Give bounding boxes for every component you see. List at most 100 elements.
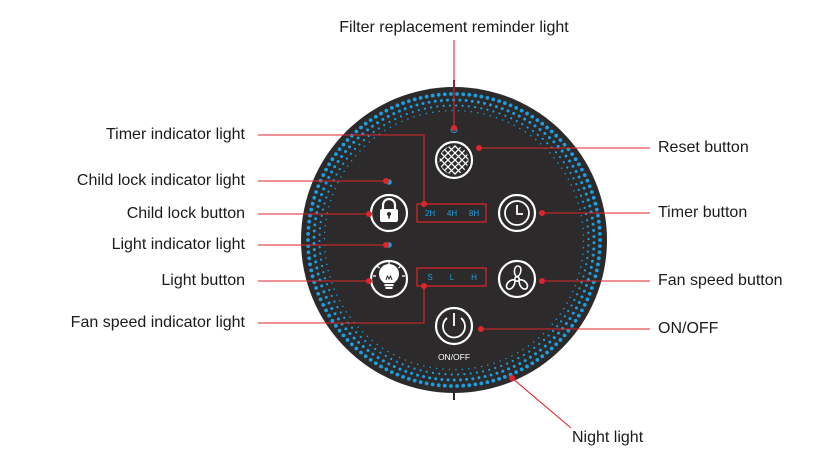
night-light-dot (401, 101, 406, 106)
night-light-dot (442, 383, 447, 388)
fan-icon (505, 265, 529, 290)
night-light-dot (446, 378, 450, 382)
night-light-dot (564, 154, 568, 158)
night-light-dot (480, 107, 483, 110)
night-light-dot (587, 237, 590, 241)
on-off-button[interactable] (434, 306, 474, 346)
night-light-dot (450, 373, 453, 376)
night-light-dot (430, 93, 435, 98)
timer-option-8h: 8H (469, 209, 479, 218)
night-light-dot (350, 160, 353, 162)
night-light-dot (491, 378, 496, 383)
fan-speed-button[interactable] (497, 259, 537, 299)
speed-option-h: H (471, 273, 477, 282)
night-light-dot (424, 94, 429, 99)
night-light-dot (398, 367, 402, 371)
night-light-dot (548, 340, 552, 344)
night-light-dot (366, 348, 370, 352)
night-light-dot (458, 378, 462, 382)
speed-option-s: S (427, 273, 432, 282)
night-light-dot (583, 206, 586, 209)
night-light-dot (320, 193, 324, 197)
night-light-dot (428, 376, 432, 380)
night-light-dot (582, 303, 587, 307)
night-light-dot (518, 362, 522, 366)
night-light-dot (423, 107, 427, 110)
night-light-dot (566, 166, 569, 169)
night-light-dot (592, 228, 596, 232)
night-light-dot (519, 367, 524, 372)
night-light-dot (538, 128, 542, 132)
timer-button[interactable] (497, 193, 537, 233)
night-light-dot (486, 108, 489, 111)
night-light-dot (537, 337, 540, 339)
timer-indicator-box (416, 203, 487, 223)
night-light-dot (355, 331, 358, 334)
night-light-dot (333, 288, 335, 290)
night-light-dot (469, 372, 472, 375)
night-light-dot (592, 247, 596, 251)
night-light-dot (560, 167, 563, 169)
night-light-dot (328, 206, 330, 208)
light-bulb-icon (373, 261, 405, 289)
night-light-dot (352, 336, 356, 340)
night-light-dot (558, 156, 562, 159)
night-light-dot (362, 139, 366, 142)
night-light-dot (511, 355, 513, 357)
night-light-dot (439, 99, 443, 103)
night-light-dot (566, 328, 571, 333)
night-light-dot (358, 143, 361, 146)
night-light-dot (401, 363, 404, 366)
night-light-dot (419, 369, 422, 372)
night-light-dot (388, 120, 391, 124)
night-light-dot (315, 211, 319, 215)
night-light-dot (492, 110, 495, 113)
night-light-dot (557, 331, 561, 335)
night-light-dot (312, 229, 316, 233)
night-light-dot (438, 372, 441, 375)
night-light-dot (381, 359, 385, 363)
night-light-dot (444, 373, 447, 376)
night-light-dot (397, 109, 401, 113)
night-light-dot (576, 313, 581, 318)
night-light-dot (493, 362, 495, 364)
night-light-dot (579, 194, 583, 197)
night-light-dot (368, 357, 373, 362)
night-light-dot (559, 313, 561, 315)
night-light-dot (506, 109, 510, 113)
night-light-dot (551, 329, 555, 333)
night-light-dot (323, 277, 327, 280)
night-light-dot (473, 106, 477, 109)
night-light-dot (322, 271, 325, 274)
night-light-dot (314, 286, 319, 290)
night-light-dot (586, 250, 590, 253)
clock-icon (504, 200, 530, 226)
night-light-dot (526, 126, 529, 129)
night-light-dot (577, 175, 581, 179)
night-light-dot (586, 256, 589, 260)
night-light-dot (392, 365, 396, 369)
night-light-dot (558, 338, 563, 342)
night-light-dot (395, 372, 400, 377)
night-light-dot (379, 111, 383, 116)
night-light-dot (354, 155, 357, 157)
night-light-dot (477, 111, 479, 114)
night-light-dot (582, 247, 585, 249)
night-light-dot (345, 311, 348, 313)
night-light-dot (436, 92, 441, 97)
night-light-dot (567, 309, 570, 313)
label-fan-speed-button: Fan speed button (658, 272, 783, 289)
night-light-dot (530, 361, 535, 366)
night-light-dot (533, 124, 537, 128)
night-light-dot (485, 380, 490, 385)
night-light-dot (368, 118, 373, 123)
night-light-dot (340, 154, 344, 158)
night-light-dot (308, 262, 312, 267)
night-light-dot (341, 142, 346, 147)
night-light-dot (562, 142, 567, 147)
night-light-dot (575, 293, 579, 296)
night-light-dot (497, 99, 502, 104)
night-light-dot (530, 114, 535, 119)
night-light-dot (575, 182, 578, 186)
night-light-dot (471, 377, 475, 381)
